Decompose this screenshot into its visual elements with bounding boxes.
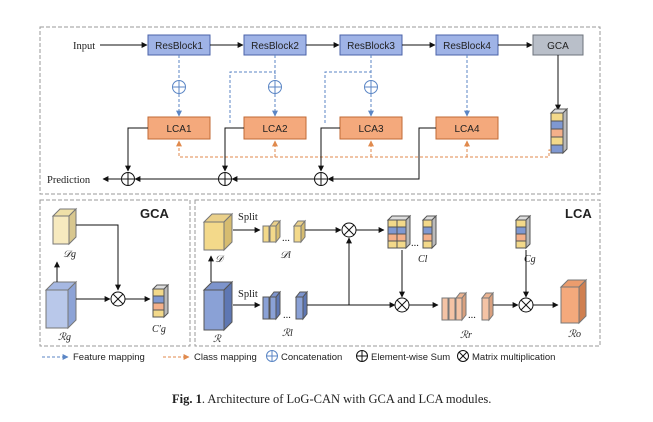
svg-text:LCA4: LCA4 [454,124,479,135]
gca-rg-cube [44,280,78,330]
gca-cg-prime-label: C′g [152,324,166,335]
lca-rl-label: ℛl [282,328,293,339]
lca-rl-patches [262,290,309,321]
gca-dg-to-mul [76,224,121,291]
lca-dl-patches [262,219,307,244]
lca-cg-label: Cg [524,254,536,265]
lca-d-cube [202,212,234,252]
resblock-3: ResBlock3 [339,34,403,56]
sum-icon-3 [314,172,328,186]
legend-sum-icon [356,350,368,362]
svg-text:LCA1: LCA1 [166,124,191,135]
lca-rr-patches [441,291,495,322]
lca-block-1: LCA1 [147,116,211,140]
lca-d-label: 𝒟 [215,254,225,265]
caption-text: . Architecture of LoG-CAN with GCA and L… [202,392,492,406]
lca-split-bottom: Split [238,289,258,300]
lca-ellipsis-1: ... [282,233,290,244]
resblock-4: ResBlock4 [435,34,499,56]
resblock-1: ResBlock1 [147,34,211,56]
lca-ellipsis-2: ... [411,238,419,249]
lca-cl-label: Cl [418,254,428,265]
legend-sum-label: Element-wise Sum [371,352,450,363]
legend-concat-icon [266,350,278,362]
lca2-out [222,127,244,172]
svg-text:ResBlock3: ResBlock3 [347,41,395,52]
lca-ellipsis-3: ... [283,310,291,321]
input-label: Input [73,41,95,52]
gca-panel-border [39,199,191,347]
gca-dg-label: 𝒟g [63,249,76,260]
lca-matmul-icon-1 [341,222,357,238]
legend: Feature mapping Class mapping Concatenat… [42,350,555,363]
gca-block: GCA [532,34,584,56]
resblock-2: ResBlock2 [243,34,307,56]
caption-fig-label: Fig. 1 [172,392,202,406]
svg-text:GCA: GCA [547,41,569,52]
concat-icon-2 [268,80,282,94]
lca-rl-to-mul1 [307,237,352,306]
lca-cg-cube [514,214,532,250]
class-mapping-line [176,140,551,158]
lca-dl-label: 𝒟l [280,250,291,261]
class-cube-top [549,107,569,155]
legend-class-label: Class mapping [194,352,257,363]
gca-dg-cube [51,207,78,246]
lca-block-2: LCA2 [243,116,307,140]
lca-panel-title: LCA [565,206,592,221]
lca-ro-label: ℛo [568,329,581,340]
svg-text:LCA2: LCA2 [262,124,287,135]
lca4-out [327,127,436,182]
skip-to-concat-3 [324,71,372,123]
lca-matmul-icon-3 [518,297,534,313]
lca-split-top: Split [238,212,258,223]
legend-matmul-label: Matrix multiplication [472,352,555,363]
svg-text:LCA3: LCA3 [358,124,383,135]
lca1-out [125,127,148,172]
lca-ellipsis-rr: ... [468,310,476,321]
lca-r-cube [202,280,234,332]
svg-text:ResBlock4: ResBlock4 [443,41,491,52]
lca-r-label: ℛ [213,334,222,345]
lca-panel-border [194,199,601,347]
svg-text:ResBlock1: ResBlock1 [155,41,203,52]
legend-feature-label: Feature mapping [73,352,145,363]
lca-rr-label: ℛr [460,330,472,341]
prediction-label: Prediction [47,175,91,186]
skip-to-concat-2 [229,71,276,123]
lca-ro-cube [559,278,588,325]
gca-rg-label: ℛg [58,332,71,343]
lca-matmul-icon-2 [394,297,410,313]
concat-icon-1 [172,80,186,94]
sum-icon-2 [218,172,232,186]
svg-text:ResBlock2: ResBlock2 [251,41,299,52]
gca-panel-title: GCA [140,206,170,221]
lca-cl-cubes [386,214,438,250]
lca-block-4: LCA4 [435,116,499,140]
gca-matmul-icon [110,291,126,307]
sum-icon-1 [121,172,135,186]
legend-concat-label: Concatenation [281,352,342,363]
figure-caption: Fig. 1. Architecture of LoG-CAN with GCA… [172,392,491,406]
lca3-out [318,127,340,172]
top-panel-border [39,26,601,195]
legend-matmul-icon [457,350,469,362]
lca-block-3: LCA3 [339,116,403,140]
concat-icon-3 [364,80,378,94]
gca-cg-cube [151,283,170,319]
